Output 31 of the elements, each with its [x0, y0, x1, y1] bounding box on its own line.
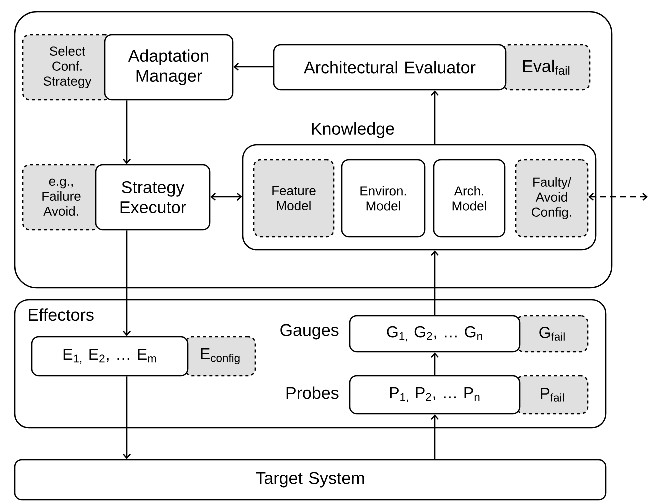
- side-label: Probes: [286, 386, 339, 400]
- arrow: [123, 230, 131, 336]
- component-box: Adaptation Manager: [104, 34, 234, 101]
- arrow: [431, 352, 439, 376]
- group-heading: Knowledge: [312, 122, 394, 138]
- annotation-box: e.g., Failure Avoid.: [22, 164, 101, 231]
- component-box: Architectural Evaluator: [273, 44, 507, 91]
- arrow: [431, 90, 439, 144]
- arrow: [123, 376, 131, 460]
- dashed-arrow: [588, 193, 648, 201]
- annotation-box: P$_{fail}$: [516, 375, 589, 415]
- annotation-box: Select Conf. Strategy: [22, 34, 113, 101]
- component-box: G$_{1,}$ G$_{2}$, … G$_{n}$: [349, 315, 521, 353]
- component-box: Arch. Model: [433, 159, 506, 238]
- side-label: Gauges: [280, 324, 339, 340]
- annotation-box: Faulty/ Avoid Config.: [515, 159, 589, 238]
- component-box: Target System: [14, 459, 607, 501]
- component-box: E$_{1,}$ E$_{2}$, … E$_{m}$: [31, 336, 189, 377]
- component-box: Environ. Model: [341, 159, 426, 238]
- arrow: [431, 250, 439, 316]
- arrow: [234, 63, 274, 71]
- annotation-box: Eval$_{fail}$: [502, 44, 591, 91]
- arrow: [210, 193, 242, 201]
- component-box: Strategy Executor: [95, 164, 211, 231]
- annotation-box: Feature Model: [253, 159, 335, 238]
- arrow: [123, 100, 131, 164]
- arrow: [431, 414, 439, 460]
- group-heading: Effectors: [29, 308, 94, 322]
- component-box: P$_{1,}$ P$_{2}$, … P$_{n}$: [349, 375, 521, 415]
- annotation-box: G$_{fail}$: [516, 315, 589, 353]
- annotation-box: E$_{config}$: [184, 336, 256, 377]
